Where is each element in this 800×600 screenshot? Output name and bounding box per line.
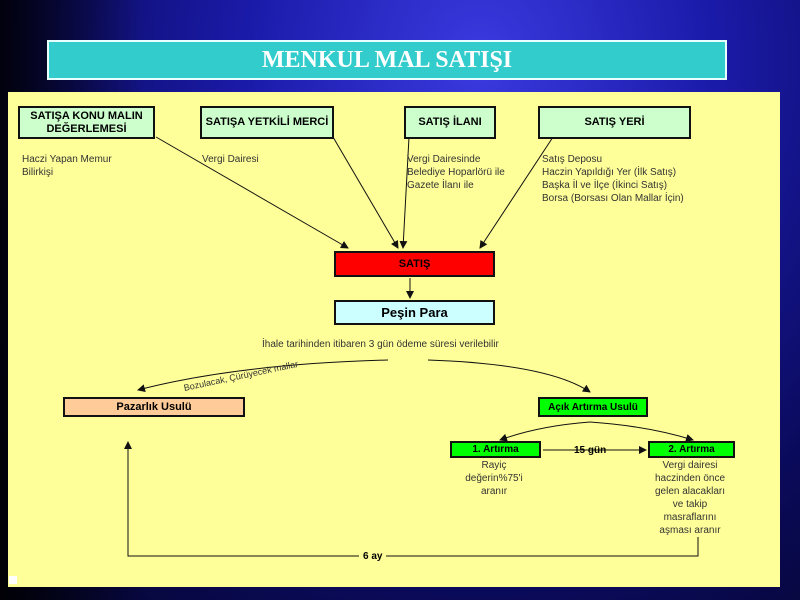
box-yetkili-merci: SATIŞA YETKİLİ MERCİ xyxy=(200,106,334,139)
box-pesin-para: Peşin Para xyxy=(334,300,495,325)
box-artirma-1: 1. Artırma xyxy=(450,441,541,458)
curve-to-artirma2 xyxy=(589,421,694,442)
box-artirma-2: 2. Artırma xyxy=(648,441,735,458)
note-degerleme: Haczi Yapan Memur Bilirkişi xyxy=(22,154,112,178)
note-merci: Vergi Dairesi xyxy=(202,154,259,165)
slide-title: MENKUL MAL SATIŞI xyxy=(47,40,727,80)
curve-to-acik-artirma xyxy=(427,359,591,393)
box-satis: SATIŞ xyxy=(334,251,495,277)
curve-to-artirma1 xyxy=(499,421,591,442)
curve-to-pazarlik xyxy=(137,359,389,393)
box-malin-degerlemesi: SATIŞA KONU MALIN DEĞERLEMESİ xyxy=(18,106,155,139)
label-6-ay: 6 ay xyxy=(359,550,387,563)
arrow-degerleme-to-satis xyxy=(155,136,349,249)
arrow-yer-to-satis xyxy=(479,136,554,249)
note-artirma-2: Vergi dairesi haczinden önce gelen alaca… xyxy=(654,460,726,536)
arrow-ilan-to-satis xyxy=(399,136,410,249)
note-ilan: Vergi Dairesinde Belediye Hoparlörü ile … xyxy=(407,154,505,191)
note-yer: Satış Deposu Haczin Yapıldığı Yer (İlk S… xyxy=(542,154,684,204)
box-pazarlik-usulu: Pazarlık Usulü xyxy=(63,397,245,417)
note-artirma-1: Rayiç değerin%75'i aranır xyxy=(465,460,523,497)
label-15-gun: 15 gün xyxy=(574,445,607,456)
connector-lines xyxy=(124,136,699,557)
loop-6-ay xyxy=(124,441,699,557)
arrow-merci-to-satis xyxy=(332,136,399,249)
box-satis-ilani: SATIŞ İLANI xyxy=(404,106,496,139)
box-acik-artirma-usulu: Açık Artırma Usulü xyxy=(538,397,648,417)
diagram-panel: SATIŞA KONU MALIN DEĞERLEMESİ SATIŞA YET… xyxy=(8,92,780,587)
slide-marker xyxy=(9,576,17,584)
note-ihale: İhale tarihinden itibaren 3 gün ödeme sü… xyxy=(262,339,499,350)
box-satis-yeri: SATIŞ YERİ xyxy=(538,106,691,139)
